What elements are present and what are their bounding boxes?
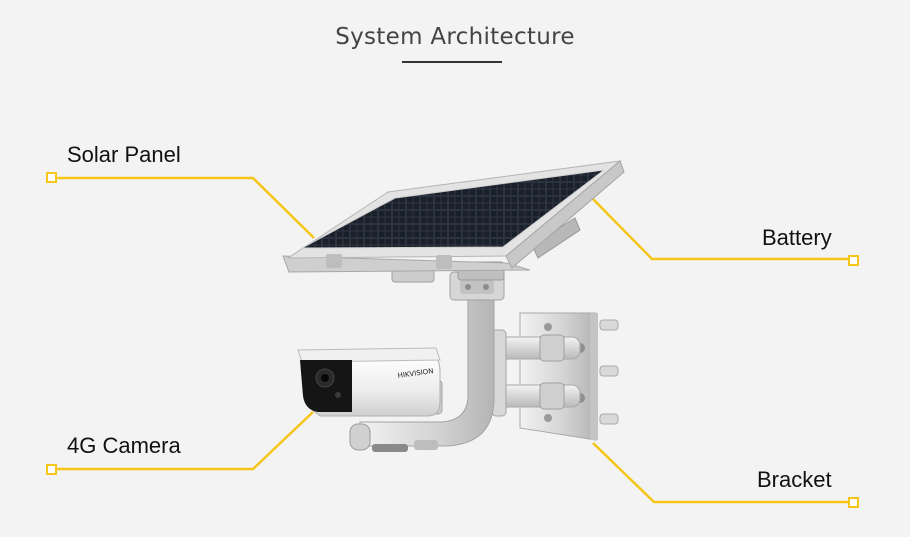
battery-label: Battery bbox=[762, 225, 832, 250]
callout-camera bbox=[46, 411, 314, 475]
solar-panel bbox=[282, 160, 625, 273]
title-underline bbox=[402, 61, 502, 63]
camera-body: HIKVISION bbox=[297, 347, 443, 417]
camera-label: 4G Camera bbox=[67, 433, 181, 458]
bracket-label: Bracket bbox=[757, 467, 832, 492]
callout-battery bbox=[592, 198, 859, 266]
bracket-plate bbox=[519, 312, 619, 441]
callout-bracket bbox=[592, 442, 859, 508]
page-title: System Architecture bbox=[335, 24, 575, 50]
solar-panel-label: Solar Panel bbox=[67, 142, 181, 167]
mounting-pole bbox=[349, 291, 495, 452]
callout-solar-panel bbox=[46, 172, 315, 239]
bracket-arms bbox=[491, 329, 581, 417]
